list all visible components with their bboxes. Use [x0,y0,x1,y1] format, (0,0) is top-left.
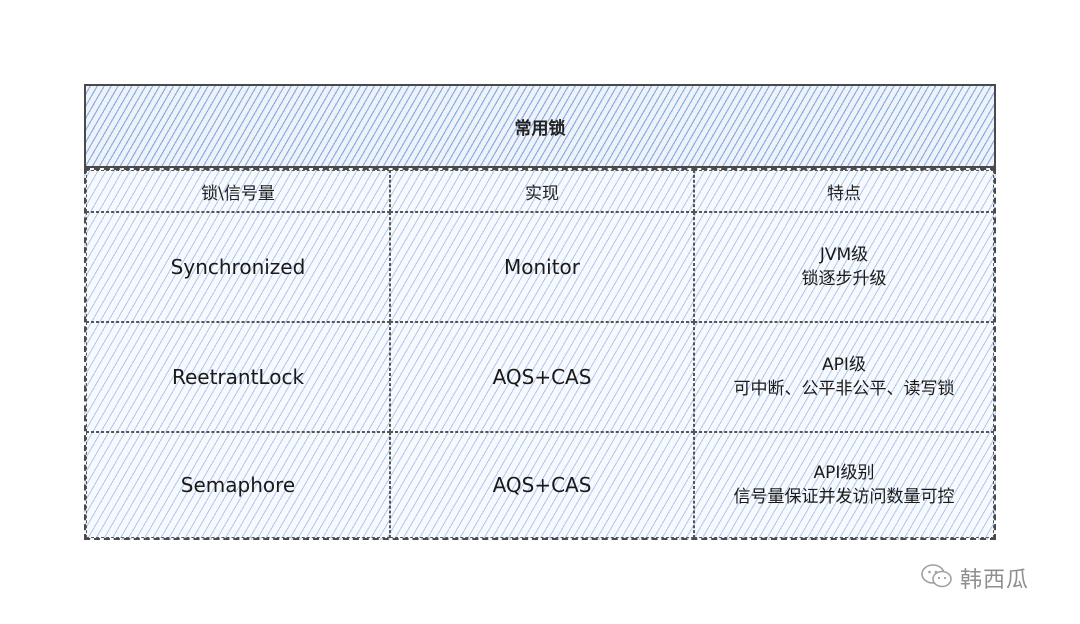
row3-features-cell: API级别 信号量保证并发访问数量可控 [694,432,994,538]
header-cell-features: 特点 [694,170,994,212]
row2-impl: AQS+CAS [492,365,592,389]
header-cell-impl: 实现 [390,170,694,212]
row2-name: ReetrantLock [171,365,305,389]
row3-feature-1: API级别 [813,463,875,483]
row3-impl-cell: AQS+CAS [390,432,694,538]
diagram-title-bar: 常用锁 [84,84,996,168]
row1-name: Synchronized [170,255,306,279]
header-label-lock: 锁\信号量 [201,183,275,204]
row2-impl-cell: AQS+CAS [390,322,694,432]
row3-name: Semaphore [180,473,296,497]
row3-feature-2: 信号量保证并发访问数量可控 [733,487,955,507]
row1-name-cell: Synchronized [86,212,390,322]
wechat-icon [920,562,954,594]
row1-feature-2: 锁逐步升级 [801,269,887,289]
row2-feature-2: 可中断、公平非公平、读写锁 [733,379,955,399]
row1-impl: Monitor [503,255,581,279]
row2-name-cell: ReetrantLock [86,322,390,432]
row3-impl: AQS+CAS [492,473,592,497]
locks-diagram: 常用锁 锁\信号量 实现 特点 Synchronized Monitor JVM… [84,84,996,540]
watermark-text: 韩西瓜 [960,568,1030,593]
header-cell-lock: 锁\信号量 [86,170,390,212]
header-label-impl: 实现 [525,183,559,204]
locks-table: 锁\信号量 实现 特点 Synchronized Monitor JVM级 锁逐… [84,168,996,540]
row2-features-cell: API级 可中断、公平非公平、读写锁 [694,322,994,432]
watermark: 韩西瓜 [920,562,1029,594]
row2-feature-1: API级 [822,355,866,375]
diagram-title: 常用锁 [514,118,566,139]
header-label-features: 特点 [827,183,861,204]
row1-impl-cell: Monitor [390,212,694,322]
row3-name-cell: Semaphore [86,432,390,538]
row1-features-cell: JVM级 锁逐步升级 [694,212,994,322]
row1-feature-1: JVM级 [819,245,869,265]
